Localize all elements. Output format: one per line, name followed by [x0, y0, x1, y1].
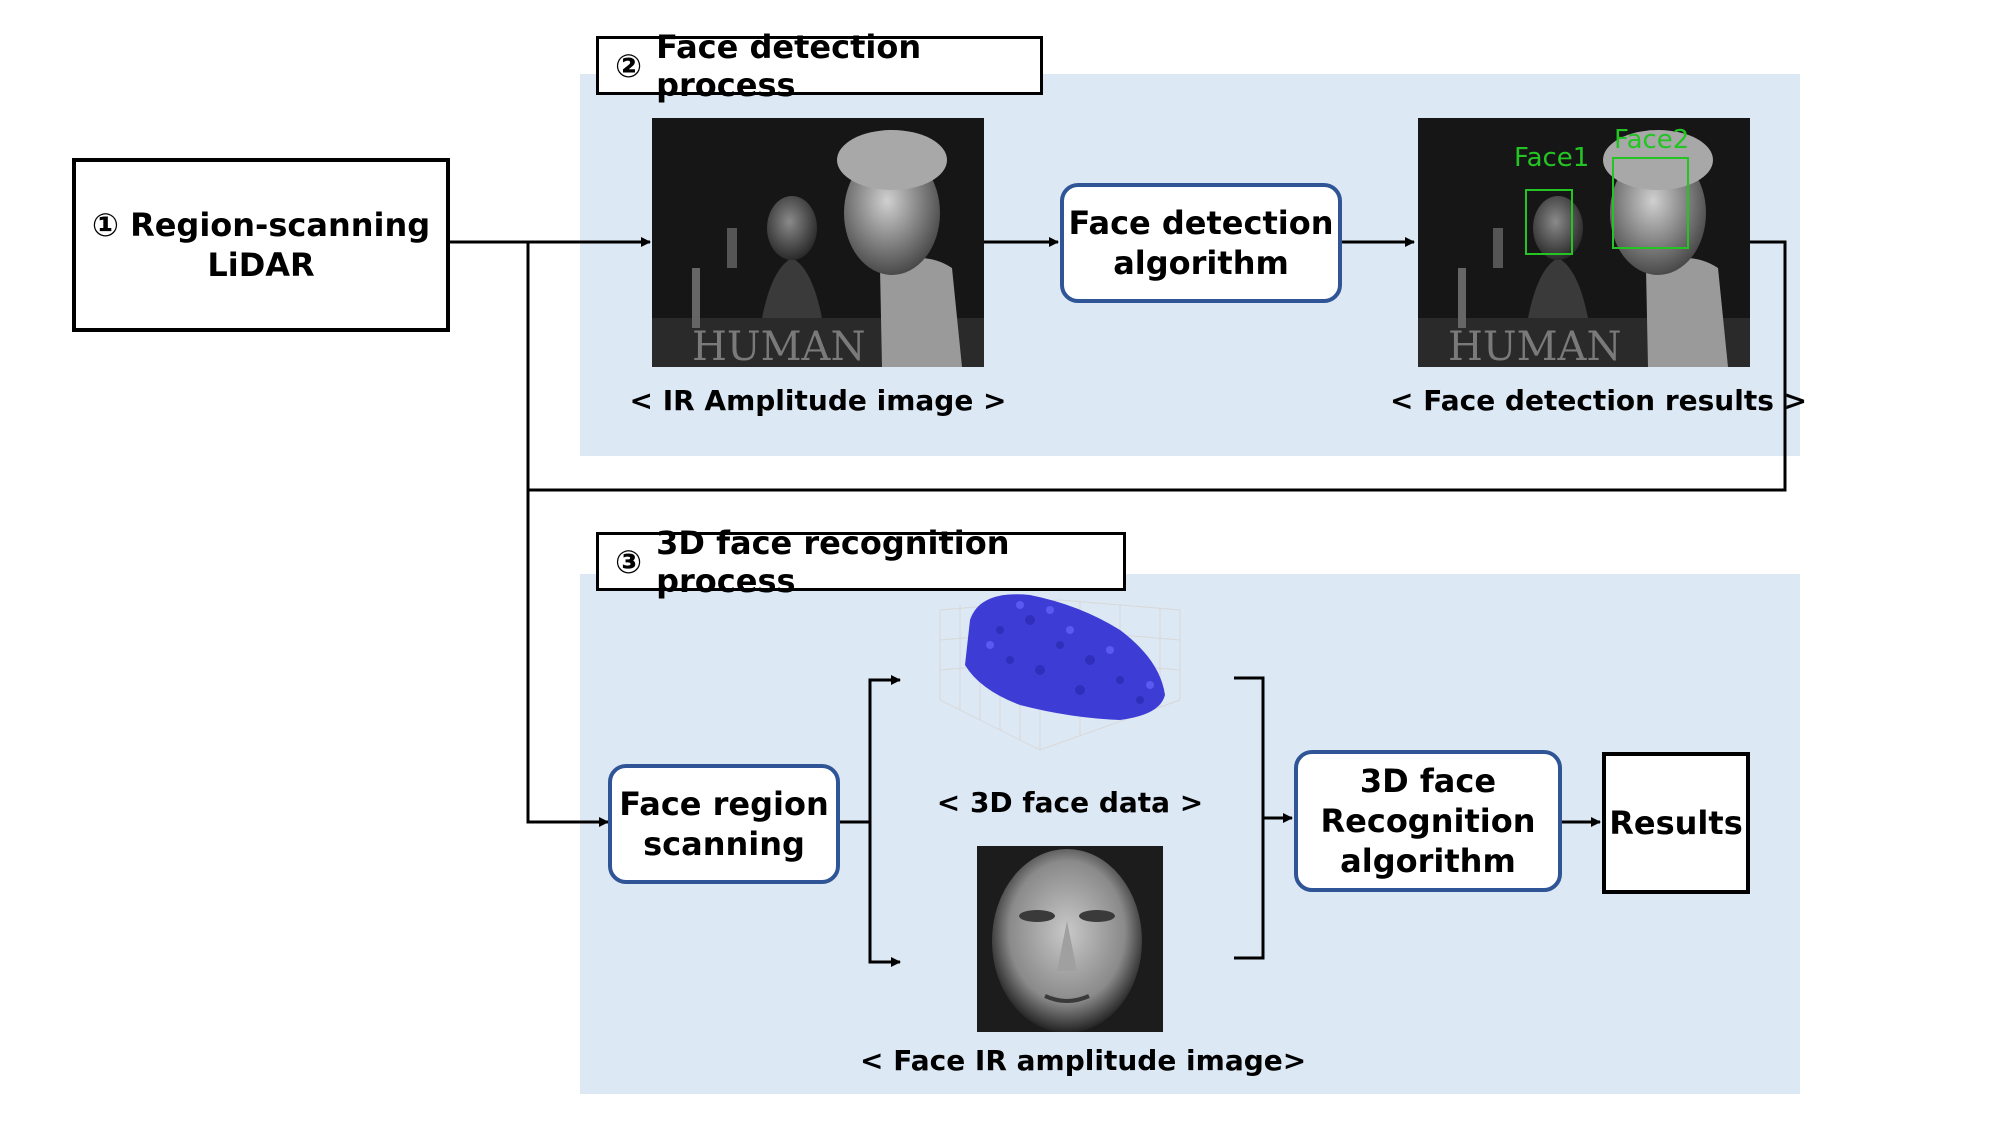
results-label: Results	[1609, 804, 1743, 842]
face1-detection-box	[1525, 189, 1573, 255]
face-detection-result-image: HUMAN Face1 Face2	[1418, 118, 1750, 367]
lidar-step-number: ①	[91, 206, 119, 244]
recognition-algorithm-line2: Recognition	[1320, 802, 1536, 840]
arrow-lidar-to-scanning	[526, 242, 609, 827]
face-detection-algorithm-box: Face detection algorithm	[1060, 183, 1342, 303]
face-region-scanning-box: Face region scanning	[608, 764, 840, 884]
feedback-line	[528, 240, 1787, 492]
ir-amplitude-image: HUMAN	[652, 118, 984, 367]
recognition-step-number: ③	[615, 542, 643, 581]
lidar-box: ① Region-scanning LiDAR	[72, 158, 450, 332]
face-closeup-graphic	[977, 846, 1163, 1032]
face-recognition-title: ③ 3D face recognition process	[596, 524, 1126, 600]
face-ir-caption: < Face IR amplitude image>	[860, 1044, 1307, 1077]
results-box: Results	[1602, 752, 1750, 894]
ir-image-text: HUMAN	[692, 324, 865, 367]
face-detection-results-caption: < Face detection results >	[1390, 384, 1808, 417]
face2-label: Face2	[1614, 125, 1689, 155]
arrow-to-ir-face	[868, 822, 901, 967]
ir-scene-graphic: HUMAN	[652, 118, 984, 367]
recognition-algorithm-line3: algorithm	[1340, 842, 1516, 880]
lidar-label-line2: LiDAR	[207, 246, 315, 284]
scanning-line2: scanning	[643, 825, 805, 863]
recognition-algorithm-line1: 3D face	[1359, 762, 1497, 800]
detection-title-text: Face detection process	[656, 27, 922, 104]
detection-algorithm-line2: algorithm	[1113, 244, 1289, 282]
3d-face-point-cloud	[920, 590, 1220, 775]
3d-face-data-caption: < 3D face data >	[936, 786, 1204, 819]
scanning-line1: Face region	[619, 785, 829, 823]
face2-detection-box	[1612, 157, 1689, 249]
face1-label: Face1	[1514, 143, 1589, 173]
recognition-title-text: 3D face recognition process	[656, 523, 1010, 600]
ir-amplitude-caption: < IR Amplitude image >	[629, 384, 1007, 417]
face-detection-title: ② Face detection process	[596, 28, 1043, 104]
detection-step-number: ②	[615, 46, 643, 85]
result-image-text: HUMAN	[1448, 324, 1621, 367]
3d-face-recognition-algorithm-box: 3D face Recognition algorithm	[1294, 750, 1562, 892]
face-ir-amplitude-image	[977, 846, 1163, 1032]
arrow-to-3d-data	[868, 675, 901, 822]
detection-scene-graphic: HUMAN Face1 Face2	[1418, 118, 1750, 367]
lidar-label-line1: Region-scanning	[130, 206, 431, 244]
point-cloud-graphic	[939, 594, 1181, 751]
detection-algorithm-line1: Face detection	[1068, 204, 1334, 242]
